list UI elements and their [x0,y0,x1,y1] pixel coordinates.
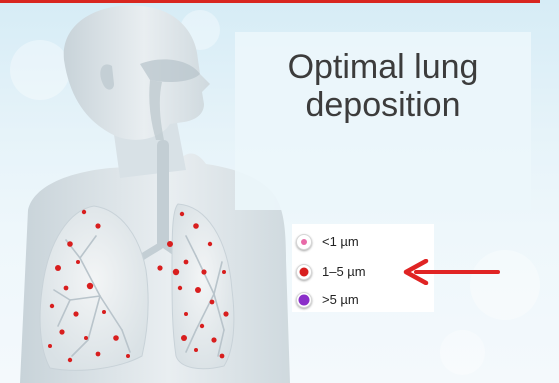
particle [180,212,184,216]
purple-dot-icon [296,292,312,308]
particle [184,260,189,265]
particle [223,311,228,316]
particle [173,269,179,275]
title-line-1: Optimal lung [288,48,479,86]
particle [178,286,182,290]
particle [50,304,54,308]
particle [67,241,73,247]
particle [102,310,106,314]
legend-item-large: >5 µm [292,288,434,310]
particle [195,287,201,293]
particle [73,311,78,316]
particle [126,354,130,358]
trachea [157,140,169,248]
particle [193,223,199,229]
particle [96,352,101,357]
particle [184,312,188,316]
particle [87,283,93,289]
particle [210,300,215,305]
particle [201,269,206,274]
particle [95,223,100,228]
particle [200,324,204,328]
legend-label: >5 µm [322,292,359,307]
particle [48,344,52,348]
red-dot-icon [296,264,312,280]
particle [59,329,64,334]
particle [84,336,88,340]
legend-label: 1–5 µm [322,264,366,279]
title-panel: Optimal lung deposition [235,32,531,210]
particle [194,348,198,352]
title-line-2: deposition [305,86,460,124]
legend-item-small: <1 µm [292,230,434,252]
particle [64,286,69,291]
particle [208,242,212,246]
particle [113,335,119,341]
particle [68,358,72,362]
particle [157,265,162,270]
particle [181,335,187,341]
particle [76,260,80,264]
pink-dot-icon [296,234,312,250]
arrow-left-icon [400,259,500,285]
particle [220,354,225,359]
particle [55,265,61,271]
particle [211,337,216,342]
particle [222,270,226,274]
legend-label: <1 µm [322,234,359,249]
particle [167,241,173,247]
particle [82,210,86,214]
